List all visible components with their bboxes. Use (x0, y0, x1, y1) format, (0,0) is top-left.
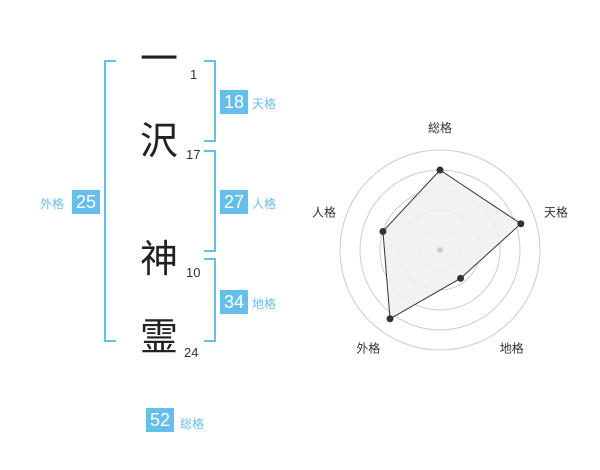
name-char-4: 霊 (140, 315, 179, 359)
radar-axis-label-4: 外格 (356, 341, 380, 356)
tenkaku-label: 天格 (252, 97, 277, 111)
chikaku-badge: 34 (220, 290, 248, 314)
jinkaku-bracket (204, 150, 216, 252)
radar-axis-label-2: 天格 (544, 204, 568, 219)
radar-center (437, 247, 443, 253)
jinkaku-label: 人格 (252, 197, 277, 211)
tenkaku-badge: 18 (220, 90, 248, 114)
radar-point-1 (436, 166, 444, 174)
stroke-count-2: 17 (186, 147, 201, 162)
chikaku-bracket (204, 258, 216, 342)
radar-axis-label-3: 地格 (500, 341, 524, 356)
radar-point-4 (386, 315, 394, 323)
radar-axis-label-5: 人格 (312, 204, 336, 219)
soukaku-label: 総格 (180, 417, 205, 431)
name-char-2: 沢 (140, 119, 179, 163)
radar-ring-1 (339, 149, 541, 351)
soukaku-badge: 52 (146, 408, 174, 432)
chikaku-label: 地格 (252, 297, 277, 311)
tenkaku-bracket (204, 60, 216, 142)
name-char-3: 神 (140, 237, 179, 281)
stroke-count-3: 10 (186, 265, 201, 280)
jinkaku-badge: 27 (220, 190, 248, 214)
radar-polygon (382, 169, 522, 320)
radar-axis-label-1: 総格 (428, 120, 452, 135)
stroke-count-1: 1 (190, 67, 198, 82)
gaikaku-bracket (104, 60, 116, 342)
name-char-1: 一 (140, 37, 179, 81)
radar-point-2 (517, 220, 525, 228)
gaikaku-badge: 25 (72, 190, 100, 214)
radar-point-5 (379, 227, 387, 235)
gaikaku-label: 外格 (40, 197, 65, 211)
radar-shape (379, 166, 525, 323)
radar-point-3 (457, 274, 465, 282)
stroke-count-4: 24 (184, 345, 199, 360)
